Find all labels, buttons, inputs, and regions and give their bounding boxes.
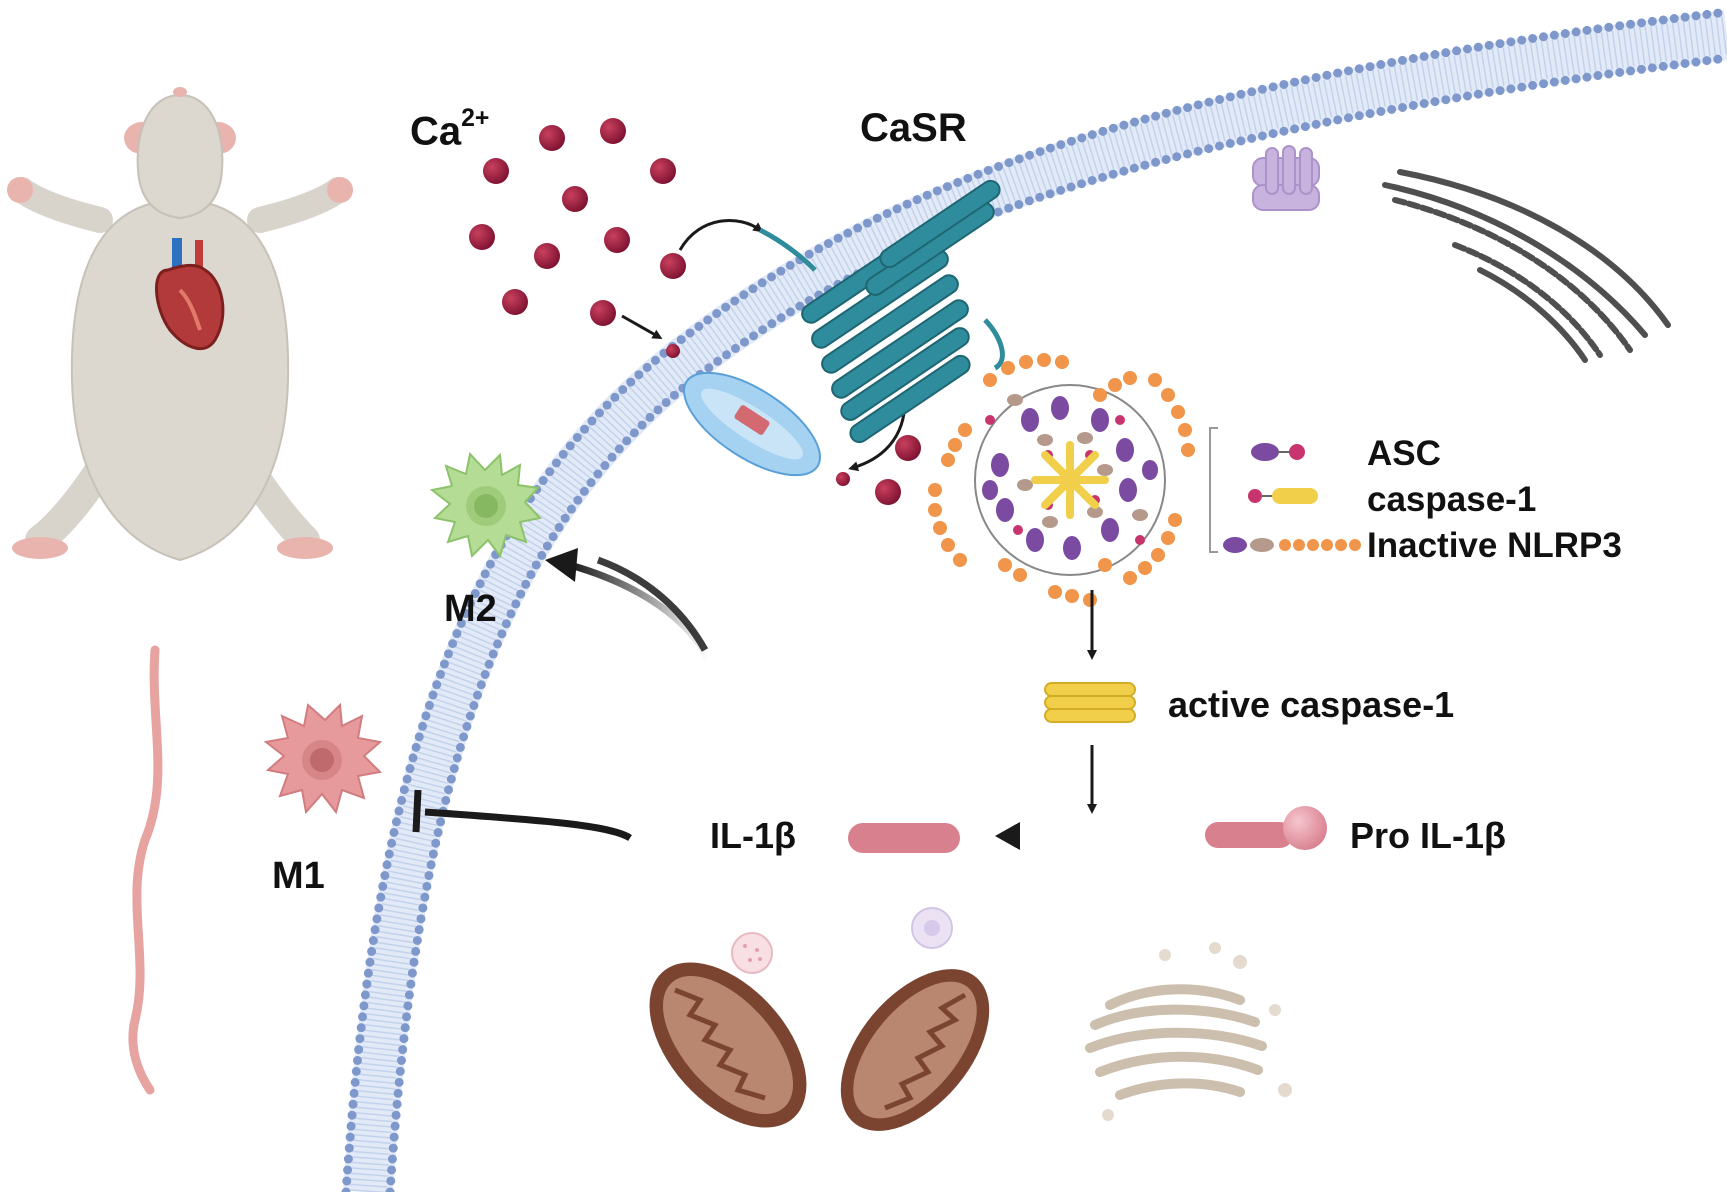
m1-label: M1 — [272, 855, 325, 897]
m2-macrophage-icon — [429, 451, 542, 559]
asc-legend-icon — [1251, 443, 1305, 461]
m2-polarization-arrow — [545, 548, 712, 662]
asc-label: ASC — [1367, 434, 1441, 473]
golgi-icon — [1085, 942, 1292, 1121]
caspase1-legend-icon — [1248, 488, 1318, 504]
mouse-icon — [7, 87, 353, 1095]
active-caspase1-label: active caspase-1 — [1168, 684, 1455, 725]
heart-icon — [155, 238, 225, 351]
calcium-ions — [469, 118, 921, 505]
il1b-label: IL-1β — [710, 815, 796, 856]
pro-il1b-label: Pro IL-1β — [1350, 815, 1506, 856]
legend-bracket — [1209, 427, 1218, 553]
vesicle-icon — [731, 907, 953, 974]
m1-macrophage-icon — [263, 702, 383, 815]
cell-membrane — [341, 7, 1727, 1192]
m2-label: M2 — [444, 588, 497, 630]
membrane-protein-icon — [1252, 145, 1320, 211]
caspase1-label: caspase-1 — [1367, 480, 1537, 519]
m1-inhibition-arrow — [412, 789, 632, 842]
mitochondria-icon — [649, 962, 990, 1131]
inactive-nlrp3-label: Inactive NLRP3 — [1367, 526, 1622, 565]
casr-receptor-icon — [758, 179, 1005, 444]
calcium-charge: 2+ — [461, 105, 490, 132]
il1b-icon — [848, 823, 960, 853]
pro-il1b-icon — [1205, 806, 1327, 850]
endoplasmic-reticulum-icon — [1382, 169, 1671, 363]
casr-label: CaSR — [860, 106, 967, 150]
calcium-influx-arrow — [621, 314, 663, 339]
nlrp3-legend-icon — [1223, 537, 1361, 553]
inflammasome-icon — [928, 353, 1195, 607]
calcium-label-text: Ca — [410, 109, 462, 154]
calcium-binding-arrow — [678, 219, 764, 251]
processing-arrow — [995, 822, 1192, 850]
calcium-channel-icon — [683, 371, 821, 477]
calcium-label: Ca2+ — [410, 105, 490, 154]
active-caspase1-icon — [1044, 682, 1136, 723]
